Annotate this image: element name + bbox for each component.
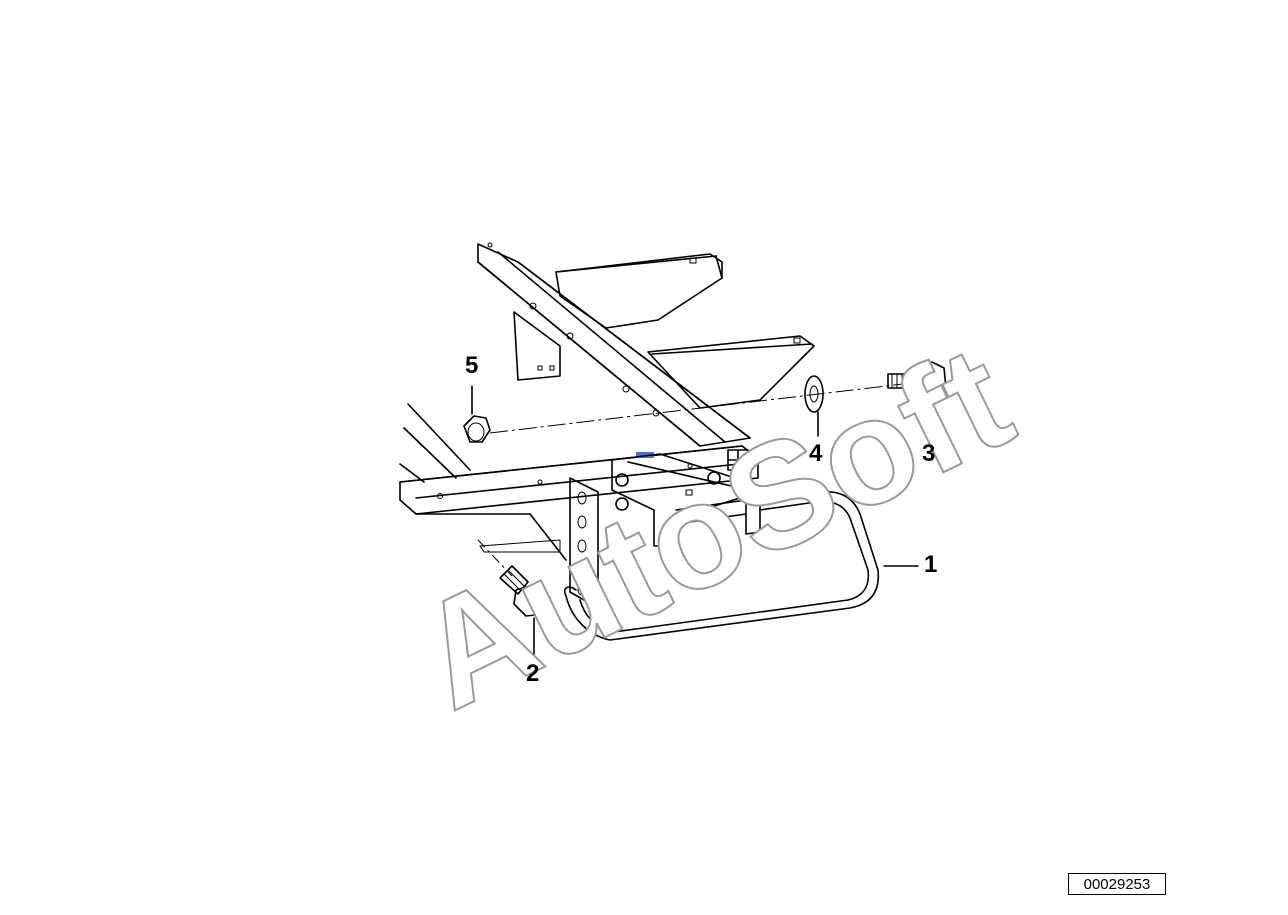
grab-handle bbox=[563, 490, 880, 641]
hex-bolt-icon bbox=[499, 565, 551, 657]
callout-4: 4 bbox=[809, 440, 823, 467]
callout-2: 2 bbox=[526, 660, 540, 687]
callout-5: 5 bbox=[465, 352, 479, 379]
frame-rail bbox=[477, 242, 751, 447]
hanging-plate bbox=[513, 311, 561, 381]
watermark-text: AutoSoft bbox=[392, 312, 1035, 741]
assembly-axes bbox=[477, 381, 921, 577]
center-housing bbox=[611, 453, 761, 547]
part-number-label: 00029253 bbox=[1068, 873, 1166, 895]
callout-3: 3 bbox=[922, 440, 936, 467]
hex-nut-icon bbox=[463, 385, 491, 443]
highlight-mark bbox=[636, 452, 654, 458]
slotted-plate bbox=[569, 477, 599, 609]
side-lines bbox=[399, 403, 567, 561]
bolt-icon bbox=[887, 361, 947, 437]
washer-icon bbox=[804, 375, 824, 437]
lower-crossbar bbox=[399, 445, 759, 515]
callout-1: 1 bbox=[924, 551, 938, 578]
upper-bracket bbox=[555, 253, 815, 409]
